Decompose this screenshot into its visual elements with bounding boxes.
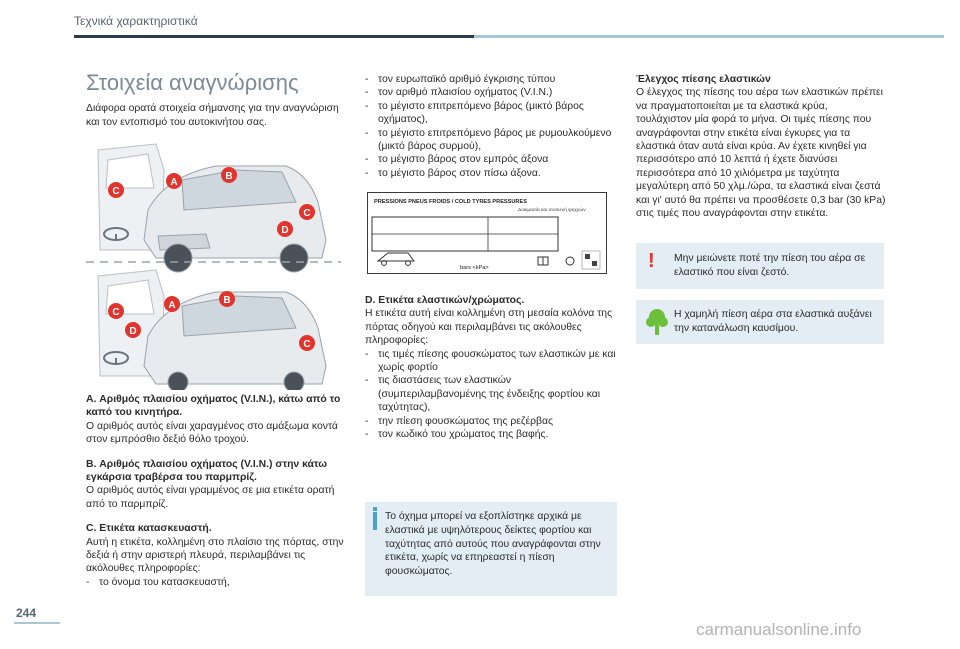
list-item: τον αριθμό πλαισίου οχήματος (V.I.N.) bbox=[365, 86, 617, 100]
info-note-text: Το όχημα μπορεί να εξοπλίστηκε αρχικά με… bbox=[385, 511, 601, 578]
manual-book-icon bbox=[537, 256, 549, 266]
warning-box: ! Μην μειώνετε ποτέ την πίεση του αέρα σ… bbox=[636, 243, 884, 289]
section-b-heading: B. Αριθμός πλαισίου οχήματος (V.I.N.) στ… bbox=[86, 458, 328, 484]
marker-c-bottom-left: C bbox=[108, 303, 124, 319]
section-c-heading: C. Ετικέτα κατασκευαστή. bbox=[86, 523, 212, 535]
list-item: το μέγιστο βάρος στον εμπρός άξονα bbox=[365, 153, 617, 167]
svg-text:A: A bbox=[170, 177, 177, 188]
header-rule-accent bbox=[474, 35, 944, 38]
section-a-heading: A. Αριθμός πλαισίου οχήματος (V.I.N.), κ… bbox=[86, 394, 341, 419]
left-column: A. Αριθμός πλαισίου οχήματος (V.I.N.), κ… bbox=[86, 393, 348, 600]
page-title: Στοιχεία αναγνώρισης bbox=[86, 70, 299, 95]
tyre-label-title: PRESSIONS PNEUS FROIDS / COLD TYRES PRES… bbox=[374, 199, 527, 205]
marker-a-top: A bbox=[166, 173, 182, 189]
list-item: το μέγιστο βάρος στον πίσω άξονα. bbox=[365, 167, 617, 181]
intro-text: Διάφορα ορατά στοιχεία σήμανσης για την … bbox=[86, 103, 339, 128]
svg-text:C: C bbox=[112, 307, 119, 318]
eco-text: Η χαμηλή πίεση αέρα στα ελαστικά αυξάνει… bbox=[674, 309, 872, 334]
tyre-check-text: Ο έλεγχος της πίεσης του αέρα των ελαστι… bbox=[636, 87, 886, 220]
svg-text:B: B bbox=[225, 171, 232, 182]
tyre-warning-icon bbox=[565, 256, 575, 266]
section-c-text: Αυτή η ετικέτα, κολλημένη στο πλαίσιο τη… bbox=[86, 536, 344, 575]
section-b-text: Ο αριθμός αυτός είναι γραμμένος σε μια ε… bbox=[86, 485, 335, 510]
tyre-label-subtitle: Δοκιμασία και συσκευή ψυχρών bbox=[518, 206, 586, 213]
steering-wheel-icon bbox=[103, 227, 129, 241]
header-rule bbox=[74, 35, 474, 38]
tyre-pressure-label: PRESSIONS PNEUS FROIDS / COLD TYRES PRES… bbox=[367, 192, 607, 274]
car-silhouette-icon bbox=[376, 252, 415, 266]
info-note-box: Το όχημα μπορεί να εξοπλίστηκε αρχικά με… bbox=[365, 502, 617, 596]
tyre-check-heading: Έλεγχος πίεσης ελαστικών bbox=[636, 74, 771, 85]
watermark: carmanualsonline.info bbox=[696, 620, 862, 639]
eco-tree-icon bbox=[646, 309, 668, 335]
car-front-bottom bbox=[143, 291, 327, 390]
list-item: το μέγιστο επιτρεπόμενο βάρος (μικτό βάρ… bbox=[365, 100, 617, 127]
marker-c-top-right: C bbox=[299, 204, 315, 220]
marker-c-top-left: C bbox=[108, 182, 124, 198]
marker-c-bottom-right: C bbox=[299, 335, 315, 351]
list-item: τον κωδικό του χρώματος της βαφής. bbox=[365, 428, 617, 442]
svg-text:D: D bbox=[281, 225, 288, 236]
list-item: το μέγιστο επιτρεπόμενο βάρος με ρυμουλκ… bbox=[365, 127, 617, 154]
section-a-text: Ο αριθμός αυτός είναι χαραγμένος στο αμά… bbox=[86, 420, 338, 446]
marker-a-bottom: A bbox=[164, 296, 180, 312]
list-item: το όνομα του κατασκευαστή, bbox=[86, 576, 348, 590]
svg-text:C: C bbox=[303, 339, 310, 350]
svg-text:D: D bbox=[129, 326, 136, 337]
marker-b-top: B bbox=[221, 167, 237, 183]
svg-text:B: B bbox=[223, 295, 230, 306]
eco-box: Η χαμηλή πίεση αέρα στα ελαστικά αυξάνει… bbox=[636, 300, 884, 344]
warning-text: Μην μειώνετε ποτέ την πίεση του αέρα σε … bbox=[674, 253, 866, 278]
section-header: Τεχνικά χαρακτηριστικά bbox=[74, 14, 198, 28]
tyre-label-drawing: PRESSIONS PNEUS FROIDS / COLD TYRES PRES… bbox=[371, 199, 601, 271]
svg-text:C: C bbox=[303, 208, 310, 219]
section-d-text: Η ετικέτα αυτή είναι κολλημένη στη μεσαί… bbox=[365, 308, 613, 347]
svg-text:A: A bbox=[168, 300, 175, 311]
list-item: τις τιμές πίεσης φουσκώματος των ελαστικ… bbox=[365, 348, 617, 375]
info-icon bbox=[373, 512, 377, 530]
barcode-icon bbox=[581, 250, 601, 270]
middle-column-list: τον ευρωπαϊκό αριθμό έγκρισης τύπου τον … bbox=[365, 73, 617, 181]
list-item: τον ευρωπαϊκό αριθμό έγκρισης τύπου bbox=[365, 73, 617, 87]
marker-d-top: D bbox=[277, 221, 293, 237]
marker-d-bottom: D bbox=[125, 322, 141, 338]
list-item: την πίεση φουσκώματος της ρεζέρβας bbox=[365, 415, 617, 429]
tyre-label-units: bars <kPa> bbox=[460, 265, 489, 271]
info-icon-dot bbox=[373, 507, 377, 511]
right-column: Έλεγχος πίεσης ελαστικών Ο έλεγχος της π… bbox=[636, 73, 886, 220]
list-item: τις διαστάσεις των ελαστικών (συμπεριλαμ… bbox=[365, 374, 617, 414]
page-number: 244 bbox=[16, 606, 37, 620]
warning-icon: ! bbox=[648, 250, 655, 272]
marker-b-bottom: B bbox=[219, 291, 235, 307]
car-identification-figure: A B C C D A B C D C bbox=[86, 143, 341, 390]
middle-column-d: D. Ετικέτα ελαστικών/χρώματος. Η ετικέτα… bbox=[365, 294, 617, 442]
svg-text:C: C bbox=[112, 186, 119, 197]
steering-wheel-icon bbox=[103, 351, 129, 365]
page-number-rule bbox=[14, 622, 60, 624]
section-d-heading: D. Ετικέτα ελαστικών/χρώματος. bbox=[365, 295, 525, 306]
